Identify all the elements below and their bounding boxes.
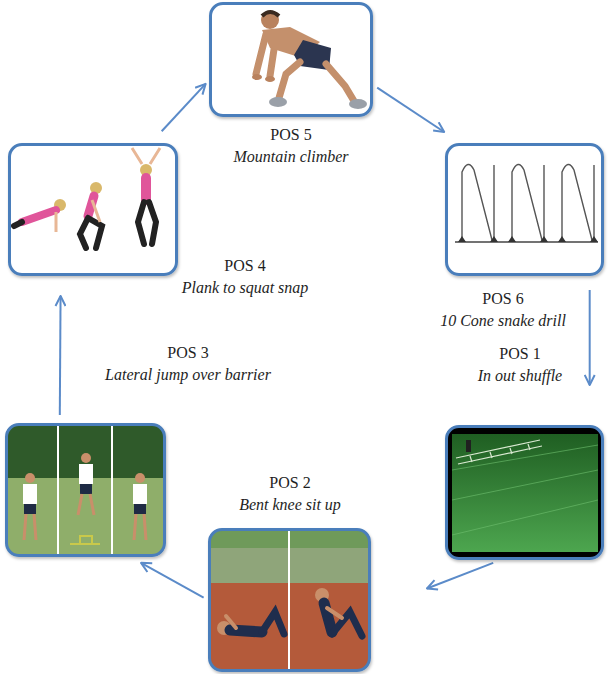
photo-ground (446, 144, 603, 275)
station-label: POS 5Mountain climber (233, 124, 348, 168)
squat-figure (80, 182, 102, 248)
plank-figure (14, 199, 66, 232)
station-box: POS 5Mountain climber (209, 2, 373, 117)
station-number: POS 6 (440, 288, 566, 310)
photo-ground (9, 144, 177, 275)
cycle-arrow (377, 88, 444, 132)
jumper-figure (23, 473, 37, 540)
runner-figure (466, 440, 471, 452)
exercise-name: 10 Cone snake drill (440, 310, 566, 332)
snake-drill-diagram (446, 144, 603, 275)
plank-squat-photo (9, 144, 177, 275)
exercise-name: Bent knee sit up (239, 494, 341, 516)
cycle-arrow (162, 84, 206, 131)
jumper-figure (133, 473, 147, 540)
lateral-jump-photo (6, 424, 165, 556)
station-number: POS 2 (239, 472, 341, 494)
photo-ground (210, 3, 372, 116)
grass-field (452, 434, 598, 552)
station-label: POS 2Bent knee sit up (239, 472, 341, 516)
station-box: POS 4Plank to squat snap (8, 143, 178, 276)
mountain-climber-photo (210, 3, 372, 116)
station-label: POS 610 Cone snake drill (440, 288, 566, 332)
base-line (455, 241, 598, 243)
sitting-figure (315, 588, 362, 636)
situp-photo (209, 529, 370, 670)
jump-figure (132, 148, 160, 244)
cycle-arrow (141, 563, 204, 598)
photo-divider (288, 529, 290, 670)
station-label: POS 1In out shuffle (478, 343, 562, 387)
snake-path (462, 164, 494, 240)
exercise-name: Mountain climber (233, 146, 348, 168)
station-number: POS 3 (105, 342, 271, 364)
barrier (70, 536, 100, 544)
photo-divider (58, 424, 112, 556)
jumper-figure (78, 453, 94, 515)
station-label: POS 4Plank to squat snap (182, 255, 309, 299)
agility-ladder (456, 440, 542, 464)
field-stripes (452, 445, 598, 535)
cycle-arrow (59, 296, 62, 415)
photo-frame (446, 426, 603, 558)
lying-figure (217, 612, 284, 635)
exercise-name: Plank to squat snap (182, 277, 309, 299)
cycle-arrow (427, 563, 493, 589)
station-label: POS 3Lateral jump over barrier (105, 342, 271, 386)
shuffle-photo (446, 426, 603, 558)
exercise-name: In out shuffle (478, 365, 562, 387)
climber-figure (252, 11, 367, 109)
station-number: POS 5 (233, 124, 348, 146)
station-box: POS 1In out shuffle (445, 425, 604, 560)
station-number: POS 4 (182, 255, 309, 277)
exercise-name: Lateral jump over barrier (105, 364, 271, 386)
station-box: POS 2Bent knee sit up (208, 528, 371, 672)
cone-symbols (458, 236, 598, 242)
snake-path (512, 164, 544, 240)
station-box: POS 3Lateral jump over barrier (5, 423, 166, 557)
snake-path (562, 164, 594, 240)
station-number: POS 1 (478, 343, 562, 365)
station-box: POS 610 Cone snake drill (445, 143, 604, 276)
grass (6, 478, 165, 556)
cycle-arrow (589, 290, 591, 385)
